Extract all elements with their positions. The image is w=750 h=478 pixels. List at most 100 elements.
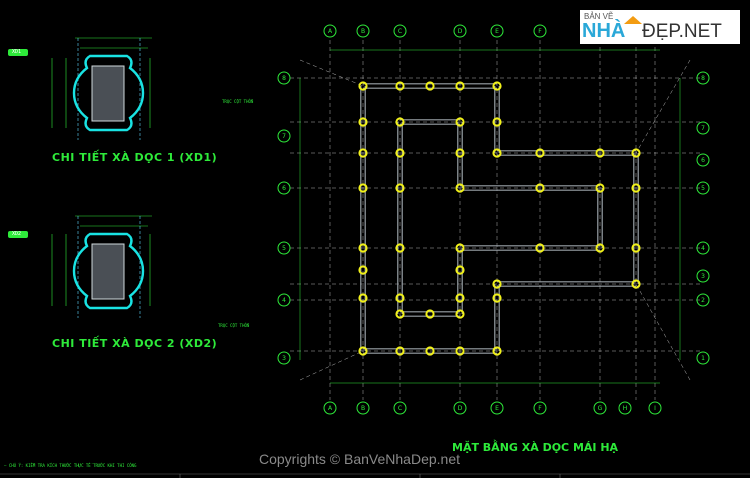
column-node (395, 117, 405, 127)
axis-bubble-left (277, 71, 291, 85)
column-node (358, 265, 368, 275)
column-node (492, 81, 502, 91)
axis-bubble-left (277, 241, 291, 255)
site-logo[interactable]: BẢN VẼ NHÀ ĐẸP.NET (580, 10, 740, 44)
axis-bubble-bottom (490, 401, 504, 415)
column-node (425, 81, 435, 91)
axis-bubble-right (696, 269, 710, 283)
axis-bubble-bottom (356, 401, 370, 415)
axis-bubble-right-label: 8 (701, 75, 705, 82)
column-node (425, 346, 435, 356)
axis-bubble-left-label: 3 (282, 355, 286, 362)
column-node (492, 117, 502, 127)
axis-bubble-right (696, 181, 710, 195)
axis-bubble-bottom (648, 401, 662, 415)
column-node (455, 117, 465, 127)
column-node (358, 346, 368, 356)
axis-bubble-top-label: B (361, 28, 365, 35)
section-tag-xd2-label: XD2 (12, 231, 22, 237)
axis-bubble-top (393, 24, 407, 38)
axis-bubble-right (696, 293, 710, 307)
hip-line (299, 59, 364, 87)
column-node (425, 309, 435, 319)
axis-bubble-bottom (453, 401, 467, 415)
axis-bubble-right (696, 351, 710, 365)
column-node (631, 148, 641, 158)
axis-bubble-top-label: F (538, 28, 542, 35)
column-node (455, 243, 465, 253)
column-node (395, 346, 405, 356)
side-label-top: TRỤC CỘT THỐN (222, 99, 254, 104)
column-node (395, 293, 405, 303)
column-node (358, 183, 368, 193)
construction-note: — CHÚ Ý: KIỂM TRA KÍCH THƯỚC THỰC TẾ TRƯ… (4, 463, 137, 468)
axis-bubble-right-label: 6 (701, 157, 705, 164)
axis-bubble-bottom-label: H (623, 405, 628, 412)
axis-bubble-bottom-label: G (598, 405, 603, 412)
axis-bubble-left (277, 129, 291, 143)
column-node (395, 148, 405, 158)
axis-bubble-top-label: C (398, 28, 402, 35)
column-node (492, 148, 502, 158)
column-node (455, 309, 465, 319)
plan-title: MẶT BẰNG XÀ DỌC MÁI HẠ (452, 441, 619, 454)
axis-bubble-top (323, 24, 337, 38)
axis-bubble-right-label: 4 (701, 245, 705, 252)
column-node (631, 243, 641, 253)
section-tag-xd1 (8, 49, 28, 56)
axis-bubble-right-label: 3 (701, 273, 705, 280)
axis-bubble-left (277, 351, 291, 365)
detail-xd1-drawing (51, 37, 152, 140)
axis-bubble-right (696, 121, 710, 135)
detail-xd2-drawing (51, 215, 152, 318)
axis-bubble-right-label: 7 (701, 125, 705, 132)
axis-bubble-top-label: E (495, 28, 499, 35)
logo-top-text: BẢN VẼ (584, 12, 614, 21)
axis-bubble-bottom-label: C (398, 405, 402, 412)
column-node (455, 183, 465, 193)
axis-bubble-top (453, 24, 467, 38)
axis-bubble-bottom (618, 401, 632, 415)
axis-bubble-left-label: 5 (282, 245, 286, 252)
axis-bubble-left-label: 7 (282, 133, 286, 140)
house-icon (624, 16, 642, 24)
axis-bubble-left-label: 4 (282, 297, 286, 304)
column-node (358, 293, 368, 303)
axis-bubble-bottom (593, 401, 607, 415)
axis-bubble-top-label: A (328, 28, 333, 35)
copyright-text: Copyrights © BanVeNhaDep.net (259, 451, 460, 467)
column-node (358, 117, 368, 127)
axis-bubble-bottom-label: I (654, 405, 656, 412)
axis-bubble-top-label: D (458, 28, 463, 35)
section-tag-xd2 (8, 231, 28, 238)
column-node (395, 309, 405, 319)
plan-beams (360, 83, 639, 354)
axis-bubble-right-label: 5 (701, 185, 705, 192)
hip-line (635, 283, 691, 381)
column-node (395, 81, 405, 91)
side-label-bottom: TRỤC CỘT THỐN (218, 323, 250, 328)
axis-bubble-left-label: 6 (282, 185, 286, 192)
column-node (455, 81, 465, 91)
hip-line (635, 59, 691, 154)
column-node (535, 243, 545, 253)
axis-bubble-left (277, 181, 291, 195)
column-node (358, 81, 368, 91)
column-node (631, 183, 641, 193)
detail-xd1-title: CHI TIẾT XÀ DỌC 1 (XD1) (52, 151, 218, 164)
axis-bubble-bottom-label: F (538, 405, 542, 412)
axis-bubble-top (490, 24, 504, 38)
column-node (595, 148, 605, 158)
axis-bubble-top (533, 24, 547, 38)
detail-xd2-title: CHI TIẾT XÀ DỌC 2 (XD2) (52, 337, 218, 350)
hip-line (299, 350, 364, 381)
column-node (395, 243, 405, 253)
column-node (455, 148, 465, 158)
logo-dep-text: ĐẸP.NET (642, 21, 722, 42)
column-node (492, 293, 502, 303)
column-node (455, 265, 465, 275)
axis-bubble-right (696, 71, 710, 85)
plan-axis-bubbles: ABCDEFGHIABCDEFGHI87654387654321 (277, 24, 710, 415)
axis-bubble-right (696, 153, 710, 167)
